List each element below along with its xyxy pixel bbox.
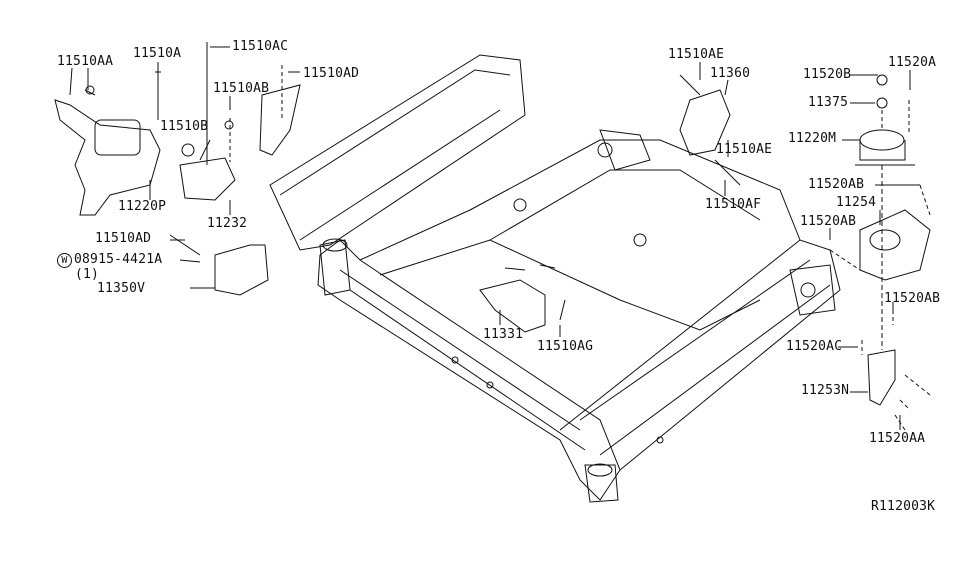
part-label-11510AE-top: 11510AE <box>668 47 725 62</box>
bracket-plate <box>259 84 301 156</box>
part-label-11232: 11232 <box>207 216 248 231</box>
part-label-11520AB-2: 11520AB <box>800 214 857 229</box>
part-label-11253N: 11253N <box>801 383 850 398</box>
bracket-11254 <box>859 209 931 281</box>
part-label-11254: 11254 <box>836 195 877 210</box>
part-label-11510A: 11510A <box>133 46 182 61</box>
part-label-11510AB: 11510AB <box>213 81 270 96</box>
part-number: 08915-4421A <box>74 252 163 267</box>
washer-symbol: W <box>57 253 72 268</box>
mount-11350V <box>214 244 269 296</box>
part-label-11520B: 11520B <box>803 67 852 82</box>
part-label-11375: 11375 <box>808 95 849 110</box>
part-label-11331: 11331 <box>483 327 524 342</box>
part-label-11360: 11360 <box>710 66 751 81</box>
mount-11253N <box>867 349 896 406</box>
left-mount-11220P <box>54 67 161 216</box>
part-label-11510AC: 11510AC <box>232 39 289 54</box>
bracket-11232 <box>179 157 236 201</box>
part-label-11520AB-3: 11520AB <box>884 291 941 306</box>
part-label-11510AA: 11510AA <box>57 54 114 69</box>
mount-11220M <box>855 129 915 166</box>
mount-11360 <box>679 89 731 156</box>
part-label-11510B: 11510B <box>160 119 209 134</box>
leader-lines <box>87 46 920 430</box>
part-label-11510AE-low: 11510AE <box>716 142 773 157</box>
part-label-11510AG: 11510AG <box>537 339 594 354</box>
part-label-11510AF: 11510AF <box>705 197 762 212</box>
front-subframe <box>269 54 841 503</box>
part-label-11520AA: 11520AA <box>869 431 926 446</box>
part-label-11520A: 11520A <box>888 55 937 70</box>
part-label-11510AD-left: 11510AD <box>95 231 152 246</box>
part-label-11350V: 11350V <box>97 281 146 296</box>
part-label-11520AC: 11520AC <box>786 339 843 354</box>
bolt-11510A <box>155 70 161 120</box>
part-label-11220M: 11220M <box>788 131 837 146</box>
stopper-11510B <box>181 143 195 157</box>
part-label-11510AD-top: 11510AD <box>303 66 360 81</box>
bracket-11331 <box>479 279 546 333</box>
diagram-code: R112003K <box>871 499 936 514</box>
part-label-11520AB-1: 11520AB <box>808 177 865 192</box>
part-quantity: (1) <box>75 267 100 282</box>
part-label-11220P: 11220P <box>118 199 167 214</box>
